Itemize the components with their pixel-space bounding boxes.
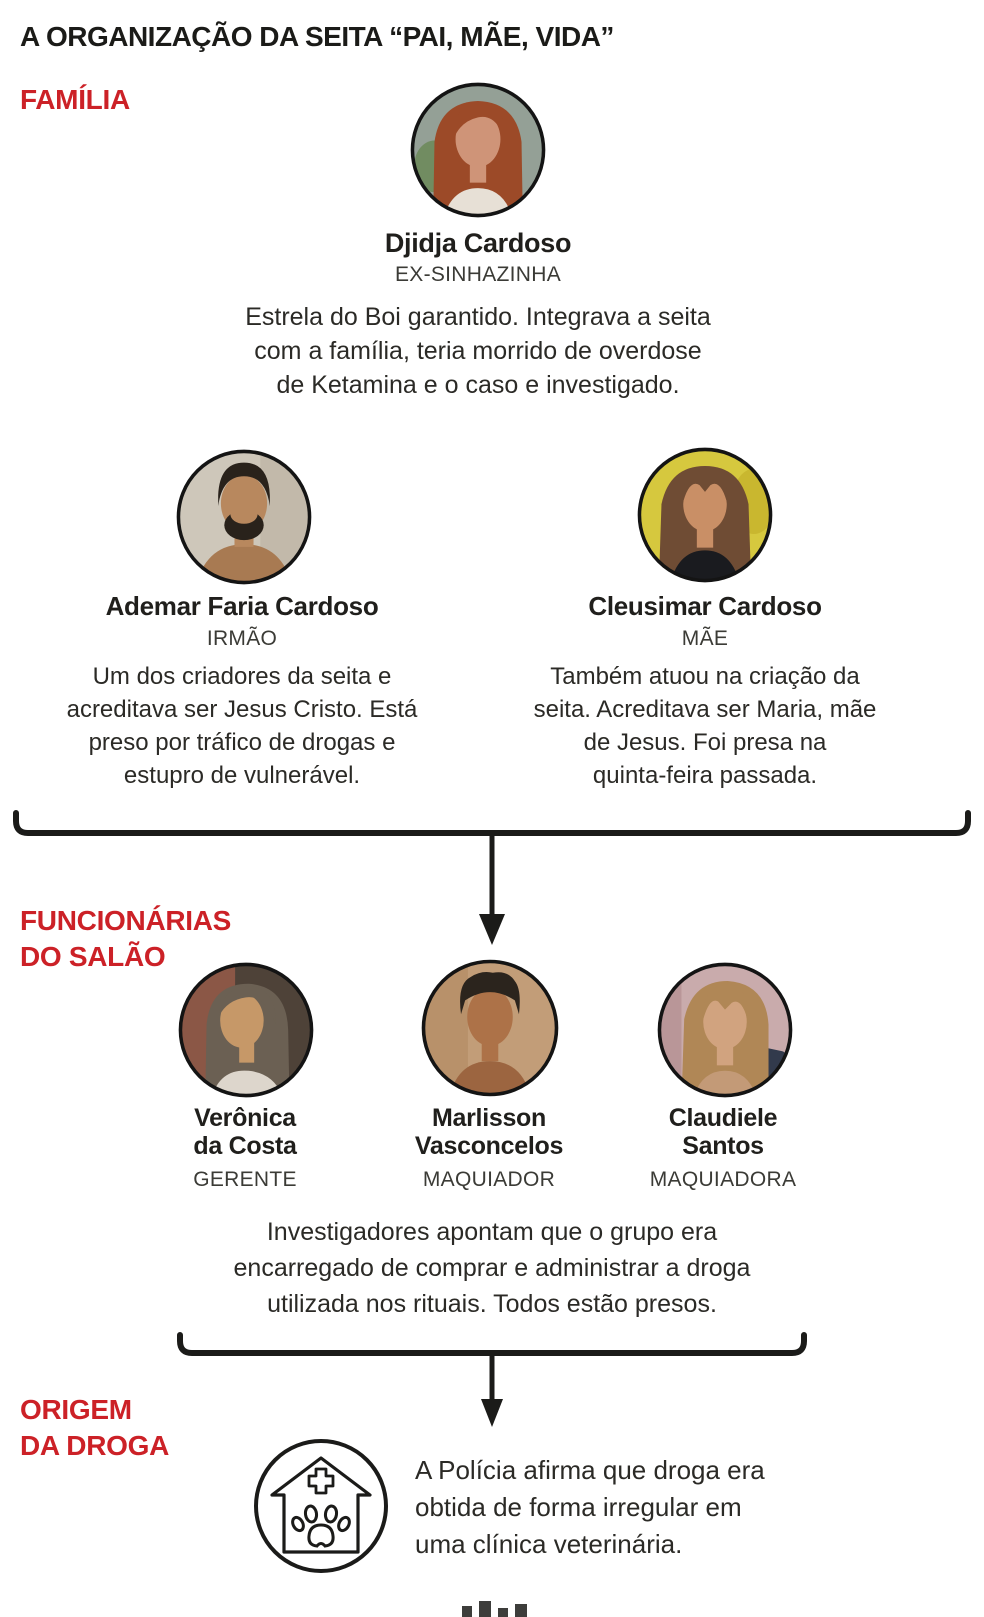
desc-line: preso por tráfico de drogas e (88, 729, 396, 756)
person-desc: Estrela do Boi garantido. Integrava a se… (178, 300, 778, 402)
veronica-block: Verônica da Costa GERENTE (95, 1104, 395, 1193)
ademar-block: Ademar Faria Cardoso IRMÃO Um dos criado… (12, 590, 472, 792)
person-desc: Um dos criadores da seita e acreditava s… (12, 660, 472, 792)
person-role: EX-SINHAZINHA (394, 263, 562, 286)
section-label-line: FUNCIONÁRIAS (20, 905, 232, 936)
marlisson-block: Marlisson Vasconcelos MAQUIADOR (339, 1104, 639, 1193)
person-name: Claudiele Santos (573, 1104, 873, 1160)
section-label-line: DA DROGA (20, 1430, 170, 1461)
section-label-familia-text: FAMÍLIA (20, 84, 130, 115)
name-line: Claudiele (668, 1104, 778, 1132)
page-title: A ORGANIZAÇÃO DA SEITA “PAI, MÃE, VIDA” (20, 21, 614, 52)
desc-line: Investigadores apontam que o grupo era (266, 1218, 718, 1246)
djidja-photo (410, 82, 546, 218)
section-label-line: ORIGEM (20, 1394, 132, 1425)
name-line: Santos (682, 1132, 764, 1160)
bracket-connector-1 (13, 810, 971, 945)
down-arrow-icon (481, 1399, 503, 1427)
desc-line: quinta-feira passada. (592, 762, 818, 789)
desc-line: de Ketamina e o caso e investigado. (276, 371, 680, 399)
down-arrow-icon (479, 914, 505, 945)
section-label-origem: ORIGEM DA DROGA (20, 1392, 169, 1464)
desc-line: estupro de vulnerável. (123, 762, 361, 789)
person-role: MAQUIADORA (649, 1168, 797, 1191)
cleusimar-photo (637, 447, 773, 583)
cleusimar-block: Cleusimar Cardoso MÃE Também atuou na cr… (475, 590, 935, 792)
photo-ring (421, 959, 559, 1097)
person-name: Cleusimar Cardoso (588, 591, 822, 621)
name-line: da Costa (193, 1132, 297, 1160)
person-role: MÃE (681, 627, 729, 650)
house-shape (270, 1456, 372, 1554)
desc-line: utilizada nos rituais. Todos estão preso… (267, 1290, 717, 1318)
desc-line: Estrela do Boi garantido. Integrava a se… (245, 303, 711, 331)
claudiele-photo (657, 962, 793, 1098)
claudiele-block: Claudiele Santos MAQUIADORA (573, 1104, 873, 1193)
veronica-photo (178, 962, 314, 1098)
person-role: IRMÃO (206, 627, 278, 650)
icon-circle (254, 1439, 388, 1573)
desc-line: seita. Acreditava ser Maria, mãe (533, 696, 877, 723)
bracket-icon (13, 810, 971, 836)
desc-line: uma clínica veterinária. (415, 1529, 683, 1559)
desc-line: Um dos criadores da seita e (92, 663, 392, 690)
desc-line: A Polícia afirma que droga era (415, 1455, 765, 1485)
marlisson-photo (421, 959, 559, 1097)
bracket-icon (177, 1332, 807, 1356)
cropped-bottom-artifact (462, 1601, 527, 1617)
desc-line: Também atuou na criação da (550, 663, 860, 690)
desc-line: com a família, teria morrido de overdose (254, 337, 702, 365)
section-label-familia: FAMÍLIA (20, 82, 130, 118)
medical-cross-icon (307, 1467, 335, 1495)
section-label-line: DO SALÃO (20, 941, 166, 972)
vet-clinic-icon (254, 1439, 388, 1573)
ademar-portrait-art (178, 451, 310, 583)
photo-ring (657, 962, 793, 1098)
name-line: Verônica (194, 1104, 296, 1132)
person-name: Djidja Cardoso (384, 228, 572, 258)
djidja-portrait-art (412, 84, 544, 216)
section-label-funcionarias: FUNCIONÁRIAS DO SALÃO (20, 903, 231, 975)
desc-line: acreditava ser Jesus Cristo. Está (66, 696, 418, 723)
person-name: Ademar Faria Cardoso (105, 591, 379, 621)
photo-ring (410, 82, 546, 218)
desc-line: encarregado de comprar e administrar a d… (233, 1254, 751, 1282)
person-name: Verônica da Costa (95, 1104, 395, 1160)
name-line: Marlisson (432, 1104, 546, 1132)
desc-line: de Jesus. Foi presa na (583, 729, 827, 756)
funcionarias-desc: Investigadores apontam que o grupo era e… (0, 1214, 984, 1322)
djidja-block: Djidja Cardoso EX-SINHAZINHA Estrela do … (178, 226, 778, 402)
photo-ring (637, 447, 773, 583)
name-line: Vasconcelos (414, 1132, 564, 1160)
person-name: Marlisson Vasconcelos (339, 1104, 639, 1160)
person-desc: Também atuou na criação da seita. Acredi… (475, 660, 935, 792)
desc-line: obtida de forma irregular em (415, 1492, 742, 1522)
paw-print-icon (291, 1504, 351, 1548)
bracket-connector-2 (177, 1332, 807, 1427)
person-role: GERENTE (193, 1168, 297, 1191)
ademar-photo (176, 449, 312, 585)
photo-ring (176, 449, 312, 585)
person-role: MAQUIADOR (422, 1168, 556, 1191)
photo-ring (178, 962, 314, 1098)
origem-desc: A Polícia afirma que droga era obtida de… (415, 1452, 765, 1563)
